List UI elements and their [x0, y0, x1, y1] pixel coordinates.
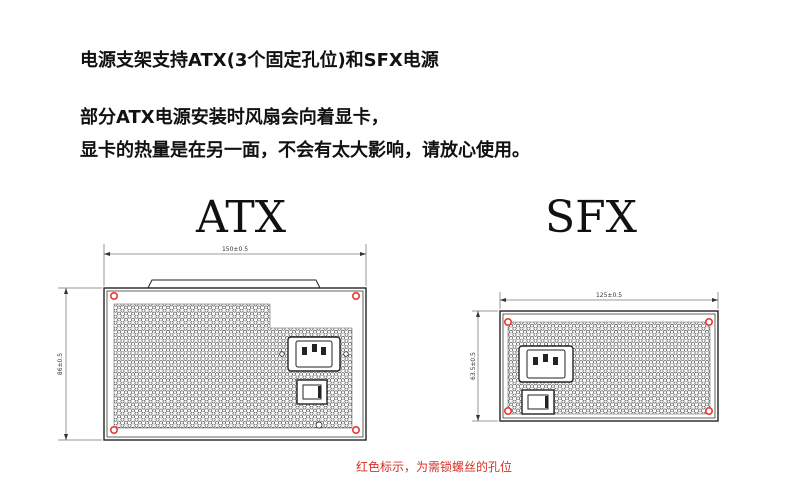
sfx-title: SFX [545, 192, 637, 243]
sfx-power-switch-icon [521, 389, 555, 415]
atx-screw-hole-top-left [110, 291, 119, 300]
sfx-height-label: 63.5±0.5 [470, 352, 477, 380]
sfx-width-label: 125±0.5 [596, 292, 622, 299]
info-line-fan: 部分ATX电源安装时风扇会向着显卡， [80, 107, 389, 128]
sfx-screw-hole-top-right [704, 317, 713, 326]
sfx-screw-hole-bottom-left [503, 406, 512, 415]
atx-height-label: 86±0.5 [57, 353, 64, 375]
atx-power-switch-icon [296, 379, 328, 405]
info-line-heat: 显卡的热量是在另一面，不会有太大影响，请放心使用。 [80, 140, 530, 161]
atx-ac-inlet-icon [279, 336, 349, 372]
atx-screw-hole-bottom-left [110, 425, 119, 434]
sfx-psu-drawing: 125±0.5 63.5±0.5 [470, 292, 719, 422]
sfx-ac-inlet-icon [518, 345, 574, 383]
atx-screw-hole-top-right [351, 291, 360, 300]
atx-screw-hole-bottom-right [351, 425, 360, 434]
headline-support: 电源支架支持ATX(3个固定孔位)和SFX电源 [80, 50, 439, 71]
screw-hole-note: 红色标示，为需锁螺丝的孔位 [356, 460, 513, 474]
sfx-screw-hole-top-left [503, 317, 512, 326]
atx-title: ATX [196, 192, 287, 243]
atx-width-label: 150±0.5 [222, 246, 248, 253]
atx-psu-drawing: 150±0.5 86±0.5 [57, 244, 367, 441]
sfx-screw-hole-bottom-right [704, 406, 713, 415]
